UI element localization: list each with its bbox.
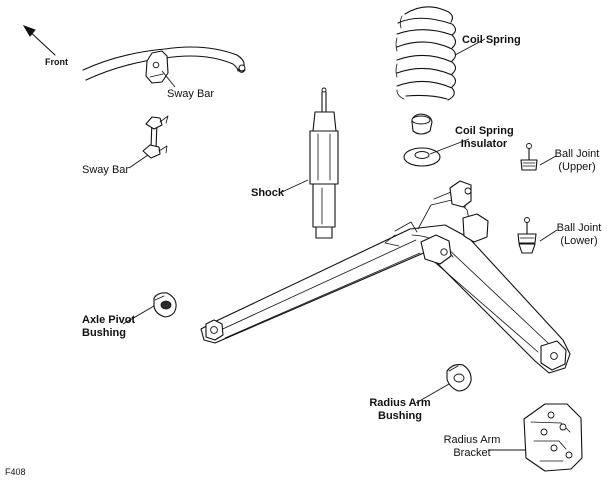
radius-arm-bracket-label: Radius Arm Bracket xyxy=(443,434,501,460)
leader-sway-bar-lower xyxy=(128,154,149,169)
axle-pivot-bushing-label-line2: Bushing xyxy=(82,327,126,339)
ball-joint-lower-label: Ball Joint (Lower) xyxy=(551,222,607,248)
ball-joint-upper-part xyxy=(520,143,538,171)
coil-spring-label: Coil Spring xyxy=(462,34,521,46)
ball-joint-upper-label: Ball Joint (Upper) xyxy=(548,148,606,174)
ball-joint-upper-label-line1: Ball Joint xyxy=(554,148,600,160)
radius-arm-bracket-label-line1: Radius Arm xyxy=(443,434,501,446)
sway-bar-upper-label: Sway Bar xyxy=(167,88,215,100)
radius-arm-bushing-label-line2: Bushing xyxy=(378,410,422,422)
axle-assembly-part xyxy=(200,180,571,374)
coil-spring-part xyxy=(395,6,457,101)
radius-arm-bushing-part xyxy=(446,364,472,392)
front-direction-label: Front xyxy=(45,57,68,67)
leader-ball-joint-lower xyxy=(539,229,558,242)
sway-bar-lower-label: Sway Bar xyxy=(82,164,130,176)
front-direction-arrow xyxy=(22,25,56,56)
shock-label: Shock xyxy=(251,187,285,199)
ball-joint-lower-label-line2: (Lower) xyxy=(560,235,598,247)
figure-code: F408 xyxy=(5,467,26,477)
leader-coil-spring-insulator xyxy=(429,138,470,155)
leader-shock xyxy=(281,179,309,193)
radius-arm-bracket-label-line2: Bracket xyxy=(453,447,491,459)
shock-part xyxy=(309,87,339,239)
leader-axle-pivot-bushing xyxy=(122,305,155,325)
leader-ball-joint-upper xyxy=(539,155,557,166)
sway-bar-lower-part xyxy=(142,115,169,159)
coil-spring-insulator-label-line1: Coil Spring xyxy=(455,125,514,137)
axle-pivot-bushing-part xyxy=(153,292,177,318)
coil-spring-insulator-part xyxy=(403,113,441,167)
coil-spring-insulator-label-line2: Insulator xyxy=(460,138,508,150)
radius-arm-bushing-label-line1: Radius Arm xyxy=(369,397,431,409)
leader-sway-bar-upper xyxy=(161,70,176,88)
coil-spring-insulator-label: Coil Spring Insulator xyxy=(455,125,514,151)
radius-arm-bracket-part xyxy=(523,403,583,472)
leader-radius-arm-bushing xyxy=(415,383,450,404)
leader-coil-spring xyxy=(454,38,486,56)
ball-joint-lower-label-line1: Ball Joint xyxy=(556,222,602,234)
axle-pivot-bushing-label: Axle Pivot Bushing xyxy=(82,314,135,340)
sway-bar-upper-part xyxy=(82,46,246,84)
radius-arm-bushing-label: Radius Arm Bushing xyxy=(368,397,432,423)
ball-joint-upper-label-line2: (Upper) xyxy=(558,161,596,173)
leader-lines xyxy=(122,38,558,451)
ball-joint-lower-part xyxy=(517,217,537,254)
axle-pivot-bushing-label-line1: Axle Pivot xyxy=(82,314,136,326)
